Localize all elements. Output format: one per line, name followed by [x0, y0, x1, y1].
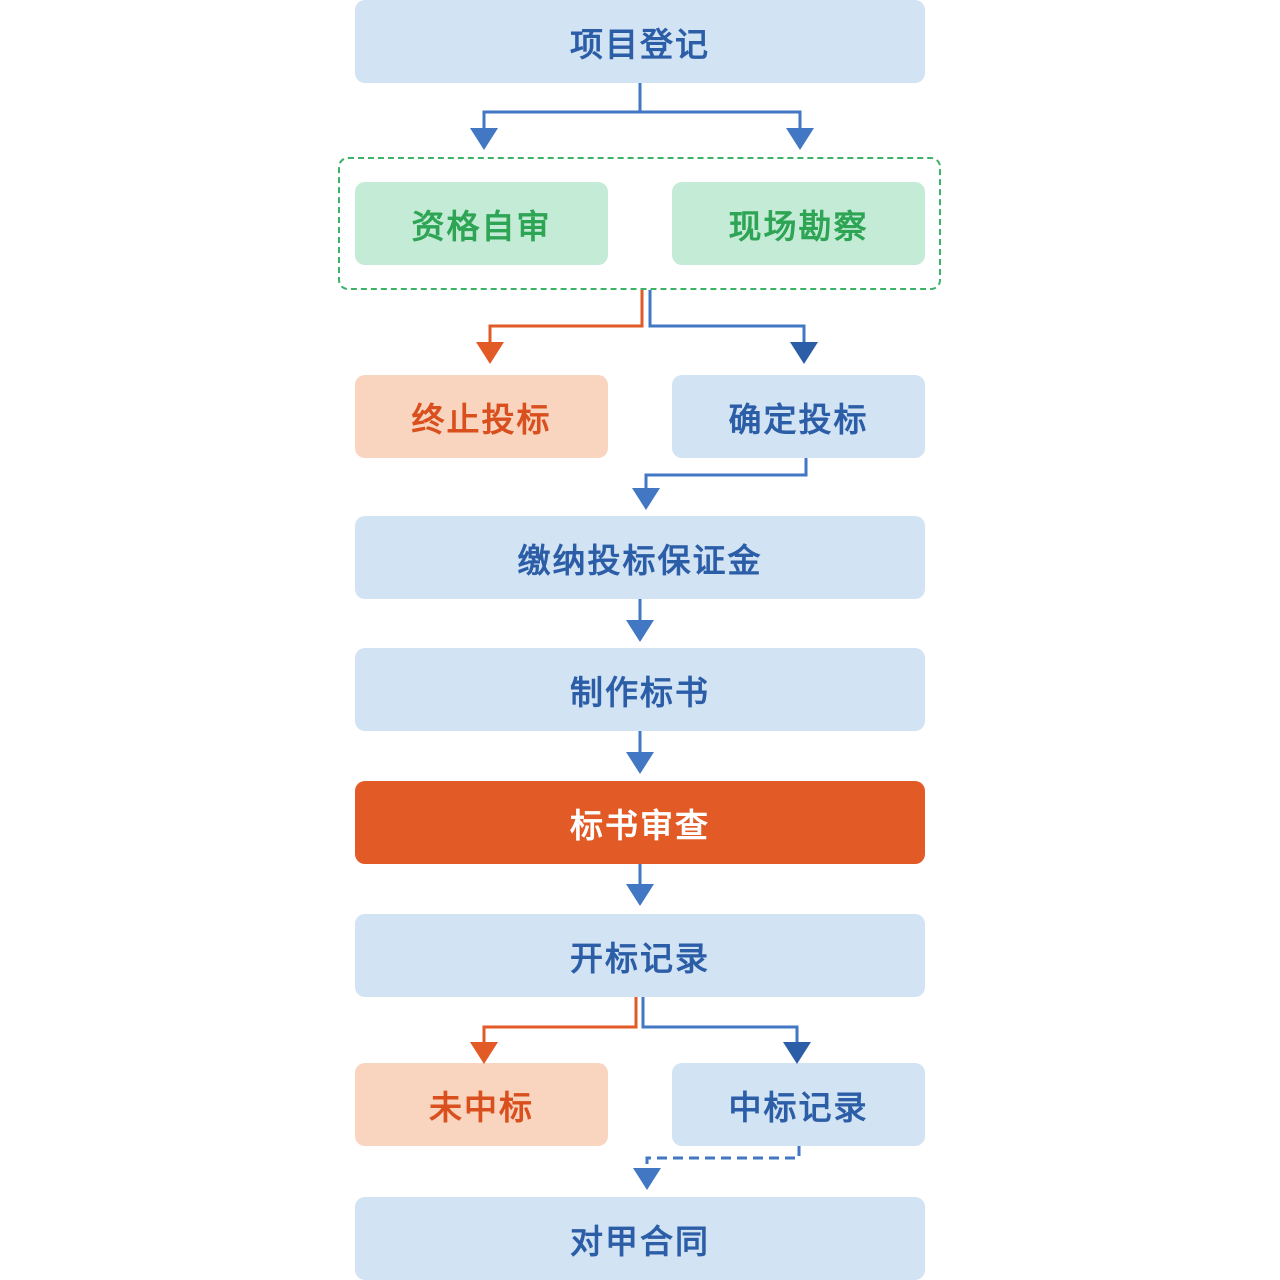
arrowhead-icon	[783, 1042, 811, 1064]
node-party-a-contract[interactable]: 对甲合同	[355, 1197, 925, 1280]
edge-registration-to-review	[482, 83, 802, 130]
edge-to-won-record	[641, 997, 799, 1044]
node-tender-review[interactable]: 标书审查	[355, 781, 925, 864]
node-project-registration[interactable]: 项目登记	[355, 0, 925, 83]
node-prepare-tender[interactable]: 制作标书	[355, 648, 925, 731]
node-site-survey[interactable]: 现场勘察	[672, 182, 925, 265]
edge-to-terminate-bid	[488, 290, 644, 344]
arrowhead-icon	[786, 128, 814, 150]
edge-to-not-won	[482, 997, 638, 1044]
arrowhead-icon	[633, 1168, 661, 1190]
node-confirm-bid[interactable]: 确定投标	[672, 375, 925, 458]
arrowhead-icon	[470, 1042, 498, 1064]
arrowhead-icon	[626, 752, 654, 774]
arrowhead-icon	[790, 342, 818, 364]
node-pay-bid-bond[interactable]: 缴纳投标保证金	[355, 516, 925, 599]
edge-to-confirm-bid	[648, 290, 806, 344]
arrowhead-icon	[626, 884, 654, 906]
node-won-record[interactable]: 中标记录	[672, 1063, 925, 1146]
arrowhead-icon	[626, 620, 654, 642]
node-not-won[interactable]: 未中标	[355, 1063, 608, 1146]
node-qualification-self-review[interactable]: 资格自审	[355, 182, 608, 265]
arrowhead-icon	[476, 342, 504, 364]
arrowhead-icon	[632, 488, 660, 510]
parallel-review-group	[338, 157, 941, 290]
node-bid-opening-record[interactable]: 开标记录	[355, 914, 925, 997]
edge-won-to-contract	[645, 1146, 801, 1170]
edge-confirm-to-bond	[644, 458, 808, 490]
arrowhead-icon	[470, 128, 498, 150]
node-terminate-bid[interactable]: 终止投标	[355, 375, 608, 458]
